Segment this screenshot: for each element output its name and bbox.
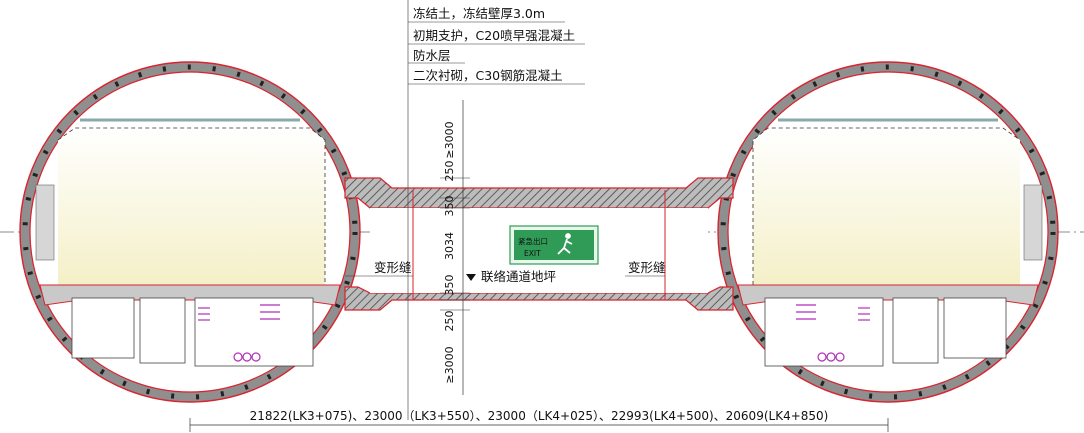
exit-sign-cn: 紧急出口: [518, 236, 548, 246]
legend-initial-support: 初期支护，C20喷早强混凝土: [413, 28, 575, 43]
legend-waterproof: 防水层: [413, 48, 451, 63]
right-cable-trough: [943, 297, 1007, 359]
right-pipes: [796, 304, 870, 362]
exit-sign-en: EXIT: [524, 249, 541, 258]
bottom-dim-label: 21822(LK3+075)、23000（LK3+550）、23000（LK4+…: [250, 409, 829, 423]
floor-level-marker-icon: [466, 274, 476, 281]
vdim-label: 3034: [443, 232, 456, 260]
left-service-box: [194, 297, 314, 367]
right-service-box: [764, 297, 884, 367]
vdim-label: 250: [443, 311, 456, 332]
left-cable-trough: [71, 297, 135, 359]
right-segment-bolts: [720, 64, 1056, 400]
legend-secondary-lining: 二次衬砌，C30钢筋混凝土: [413, 68, 563, 83]
left-clearance-outline: [57, 127, 326, 285]
right-side-wall-box: [1023, 184, 1043, 261]
vertical-dimension-chain: ≥3000 250 350 3034 350 250 ≥3000: [407, 0, 470, 420]
deform-joint-right-label: 变形缝: [628, 260, 666, 275]
right-clearance-zone: [753, 128, 1020, 285]
legend-frozen-soil: 冻结土，冻结壁厚3.0m: [413, 6, 545, 21]
deform-joint-left-label: 变形缝: [374, 260, 412, 275]
vdim-label: 350: [443, 196, 456, 217]
vdim-label: ≥3000: [443, 346, 456, 383]
left-pipes: [198, 304, 280, 362]
floor-level-label: 联络通道地坪: [481, 269, 556, 284]
vdim-label: 250: [443, 161, 456, 182]
left-segment-bolts: [22, 64, 358, 400]
right-tunnel: [717, 61, 1059, 403]
passage-roof-lining: [344, 177, 734, 209]
left-clearance-zone: [58, 128, 325, 285]
exit-sign-panel: [514, 230, 594, 260]
vdim-label: 350: [443, 275, 456, 296]
vdim-label: ≥3000: [443, 121, 456, 158]
right-drain-box: [892, 297, 939, 364]
material-legend: 冻结土，冻结壁厚3.0m 初期支护，C20喷早强混凝土 防水层 二次衬砌，C30…: [408, 6, 585, 85]
running-man-icon: [557, 233, 573, 255]
left-tunnel: [19, 61, 361, 403]
left-side-wall-box: [35, 184, 55, 261]
right-clearance-outline: [752, 127, 1021, 285]
cross-passage: 紧急出口 EXIT: [344, 177, 734, 311]
left-drain-box: [139, 297, 186, 364]
